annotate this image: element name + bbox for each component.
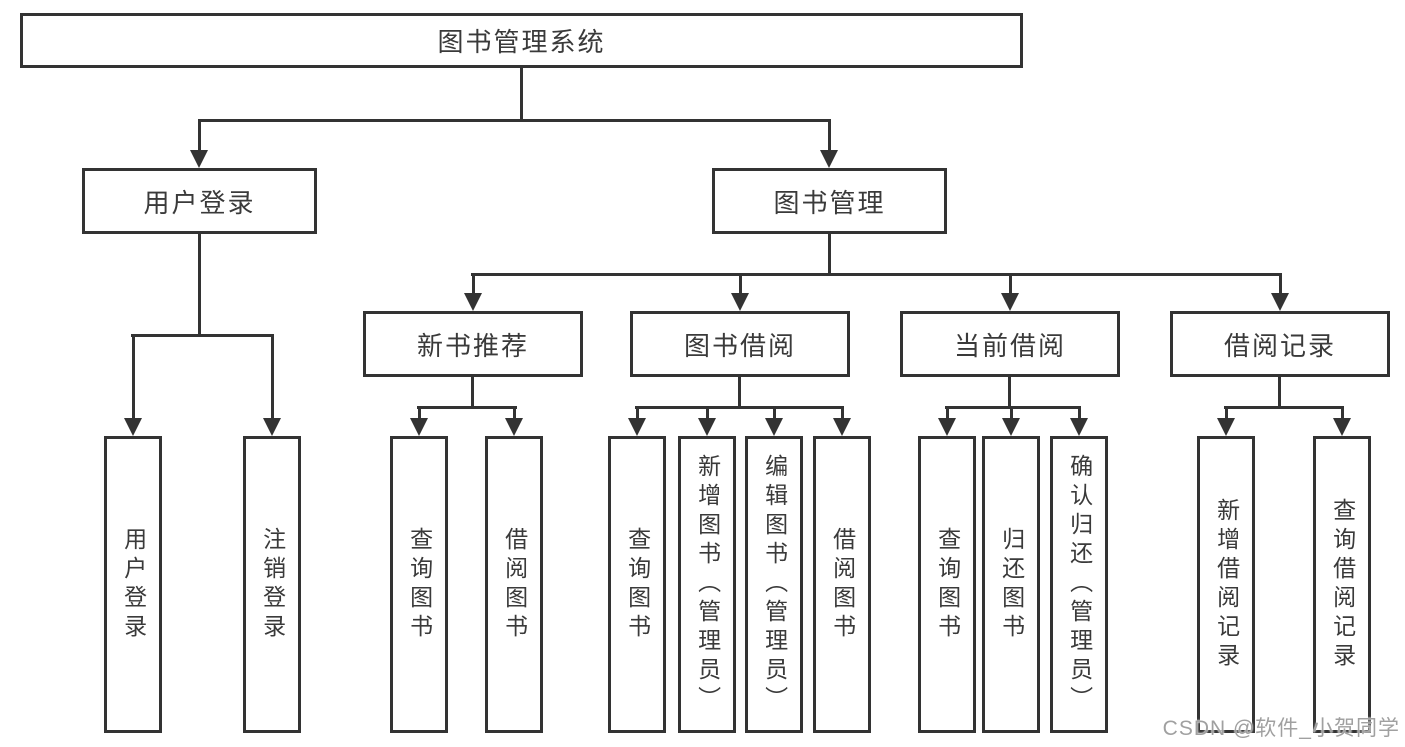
connector-line <box>198 119 831 122</box>
node-label: 查询借阅记录 <box>1329 497 1356 672</box>
node-label: 借阅图书 <box>829 526 856 643</box>
node-label: 借阅记录 <box>1223 330 1336 361</box>
node-label: 查询图书 <box>406 526 433 643</box>
arrow-down-icon <box>263 336 281 436</box>
arrow-down-icon <box>1002 408 1020 436</box>
arrow-down-icon <box>731 275 749 311</box>
node-label: 注销登录 <box>259 526 286 643</box>
node-leaf-confirm-return-admin: 确认归还（管理员） <box>1050 436 1108 733</box>
node-book-borrow: 图书借阅 <box>630 311 850 377</box>
node-label: 归还图书 <box>998 526 1025 643</box>
node-label: 查询图书 <box>934 526 961 643</box>
node-label: 图书管理系统 <box>437 27 606 57</box>
arrow-down-icon <box>505 408 523 436</box>
node-label: 用户登录 <box>143 187 256 218</box>
arrow-down-icon <box>1271 275 1289 311</box>
arrow-down-icon <box>833 408 851 436</box>
connector-line <box>945 406 1081 409</box>
arrow-down-icon <box>464 275 482 311</box>
node-leaf-borrow-query-books: 查询图书 <box>608 436 666 733</box>
node-leaf-recommend-query-books: 查询图书 <box>390 436 448 733</box>
node-root-system: 图书管理系统 <box>20 13 1023 68</box>
arrow-down-icon <box>628 408 646 436</box>
node-label: 编辑图书（管理员） <box>761 454 788 715</box>
connector-line <box>738 377 741 406</box>
connector-line <box>520 68 523 119</box>
node-label: 当前借阅 <box>953 330 1066 361</box>
node-label: 新增借阅记录 <box>1213 497 1240 672</box>
connector-line <box>1008 377 1011 406</box>
node-borrow-records: 借阅记录 <box>1170 311 1390 377</box>
node-current-borrow: 当前借阅 <box>900 311 1120 377</box>
arrow-down-icon <box>1070 408 1088 436</box>
node-leaf-edit-books-admin: 编辑图书（管理员） <box>745 436 803 733</box>
connector-line <box>471 377 474 406</box>
watermark: CSDN @软件_小贺同学 <box>1162 717 1400 740</box>
node-label: 借阅图书 <box>501 526 528 643</box>
node-leaf-query-borrow-record: 查询借阅记录 <box>1313 436 1371 733</box>
arrow-down-icon <box>765 408 783 436</box>
arrow-down-icon <box>190 121 208 168</box>
arrow-down-icon <box>698 408 716 436</box>
connector-line <box>131 334 274 337</box>
connector-line <box>198 234 201 334</box>
node-leaf-return-books: 归还图书 <box>982 436 1040 733</box>
node-label: 新书推荐 <box>416 330 529 361</box>
connector-line <box>828 234 831 273</box>
connector-line <box>1224 406 1344 409</box>
node-label: 确认归还（管理员） <box>1066 454 1093 715</box>
connector-line <box>635 406 844 409</box>
node-book-management: 图书管理 <box>712 168 947 234</box>
node-label: 图书借阅 <box>683 330 796 361</box>
connector-line <box>1278 377 1281 406</box>
node-leaf-recommend-borrow-books: 借阅图书 <box>485 436 543 733</box>
arrow-down-icon <box>1333 408 1351 436</box>
node-label: 图书管理 <box>773 187 886 218</box>
node-user-login: 用户登录 <box>82 168 317 234</box>
arrow-down-icon <box>410 408 428 436</box>
connector-line <box>471 273 1282 276</box>
node-label: 新增图书（管理员） <box>694 454 721 715</box>
node-leaf-add-books-admin: 新增图书（管理员） <box>678 436 736 733</box>
node-label: 用户登录 <box>120 526 147 643</box>
arrow-down-icon <box>1217 408 1235 436</box>
arrow-down-icon <box>1001 275 1019 311</box>
node-leaf-add-borrow-record: 新增借阅记录 <box>1197 436 1255 733</box>
node-leaf-user-login: 用户登录 <box>104 436 162 733</box>
node-new-book-recommend: 新书推荐 <box>363 311 583 377</box>
node-leaf-logout: 注销登录 <box>243 436 301 733</box>
connector-line <box>417 406 517 409</box>
arrow-down-icon <box>124 336 142 436</box>
node-leaf-current-query-books: 查询图书 <box>918 436 976 733</box>
node-label: 查询图书 <box>624 526 651 643</box>
arrow-down-icon <box>938 408 956 436</box>
node-leaf-borrow-books: 借阅图书 <box>813 436 871 733</box>
arrow-down-icon <box>820 121 838 168</box>
